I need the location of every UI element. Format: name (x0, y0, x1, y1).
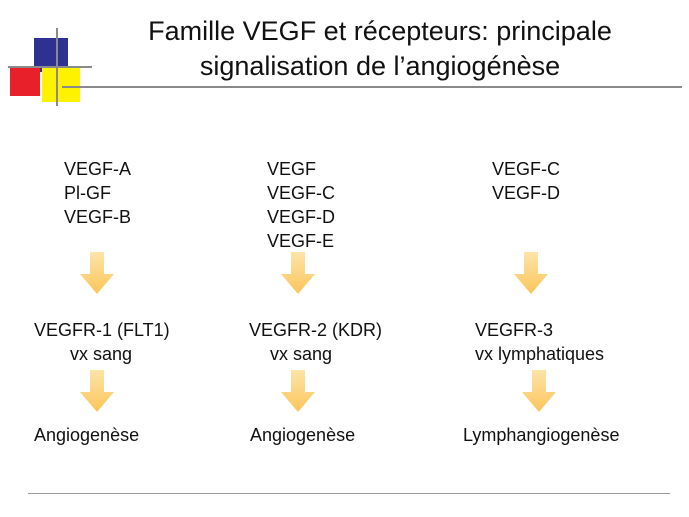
ligand-list-2: VEGF VEGF-C VEGF-D VEGF-E (267, 157, 335, 253)
ligand-item: VEGF-C (267, 183, 336, 203)
ligand-list-3: VEGF-C VEGF-D (492, 157, 560, 205)
outcome-label-1: Angiogenèse (34, 425, 140, 445)
down-arrow-icon (522, 370, 556, 412)
receptor-label-1: VEGFR-1 (FLT1) (34, 320, 170, 340)
ligand-item: Pl-GF (64, 183, 111, 203)
title-rule (62, 86, 682, 88)
logo-yellow-square (42, 68, 80, 102)
ligand-item: VEGF-A (64, 159, 132, 179)
down-arrow-icon (281, 252, 315, 294)
ligand-item: VEGF-D (492, 183, 561, 203)
ligand-list-1: VEGF-A Pl-GF VEGF-B (64, 157, 131, 229)
down-arrow-icon (80, 370, 114, 412)
down-arrow-icon (80, 252, 114, 294)
slide-title-line-1: Famille VEGF et récepteurs: principale (148, 16, 612, 46)
down-arrow-icon (514, 252, 548, 294)
ligand-item: VEGF-C (492, 159, 561, 179)
logo-horizontal-line (8, 66, 92, 68)
ligand-item: VEGF-B (64, 207, 132, 227)
ligand-item: VEGF-E (267, 231, 335, 251)
vessel-label-1: vx sang (70, 344, 133, 364)
vessel-label-2: vx sang (270, 344, 333, 364)
footer-rule (28, 493, 670, 494)
outcome-label-2: Angiogenèse (250, 425, 356, 445)
outcome-label-3: Lymphangiogenèse (463, 425, 620, 445)
ligand-item: VEGF-D (267, 207, 336, 227)
receptor-label-3: VEGFR-3 (475, 320, 554, 340)
slide-title: Famille VEGF et récepteurs: principale s… (100, 14, 660, 84)
ligand-item: VEGF (267, 159, 317, 179)
receptor-label-2: VEGFR-2 (KDR) (249, 320, 383, 340)
slide-title-line-2: signalisation de l’angiogénèse (199, 51, 561, 81)
down-arrow-icon (281, 370, 315, 412)
logo-red-square (10, 66, 40, 96)
vessel-label-3: vx lymphatiques (475, 344, 605, 364)
logo-decoration (8, 28, 92, 108)
